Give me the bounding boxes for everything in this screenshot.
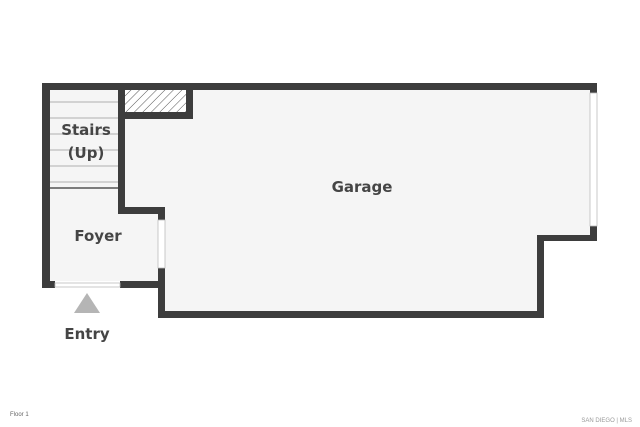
stairs-label: Stairs xyxy=(61,121,111,139)
garage-label: Garage xyxy=(332,178,393,196)
garage-window xyxy=(589,92,598,227)
stair-treads xyxy=(50,101,118,183)
entry-arrow-icon xyxy=(74,293,100,313)
floor-label: Floor 1 xyxy=(10,412,29,418)
entry-door xyxy=(54,282,121,288)
foyer-label: Foyer xyxy=(74,227,122,245)
entry-label: Entry xyxy=(64,325,109,343)
stairs-up-label: (Up) xyxy=(68,144,105,162)
hatched-utility xyxy=(125,90,186,112)
garage-floor xyxy=(125,90,590,311)
stairs-floor xyxy=(50,90,118,188)
walls xyxy=(42,83,597,318)
foyer-window xyxy=(157,219,166,269)
mls-watermark: SAN DIEGO | MLS xyxy=(581,418,632,424)
